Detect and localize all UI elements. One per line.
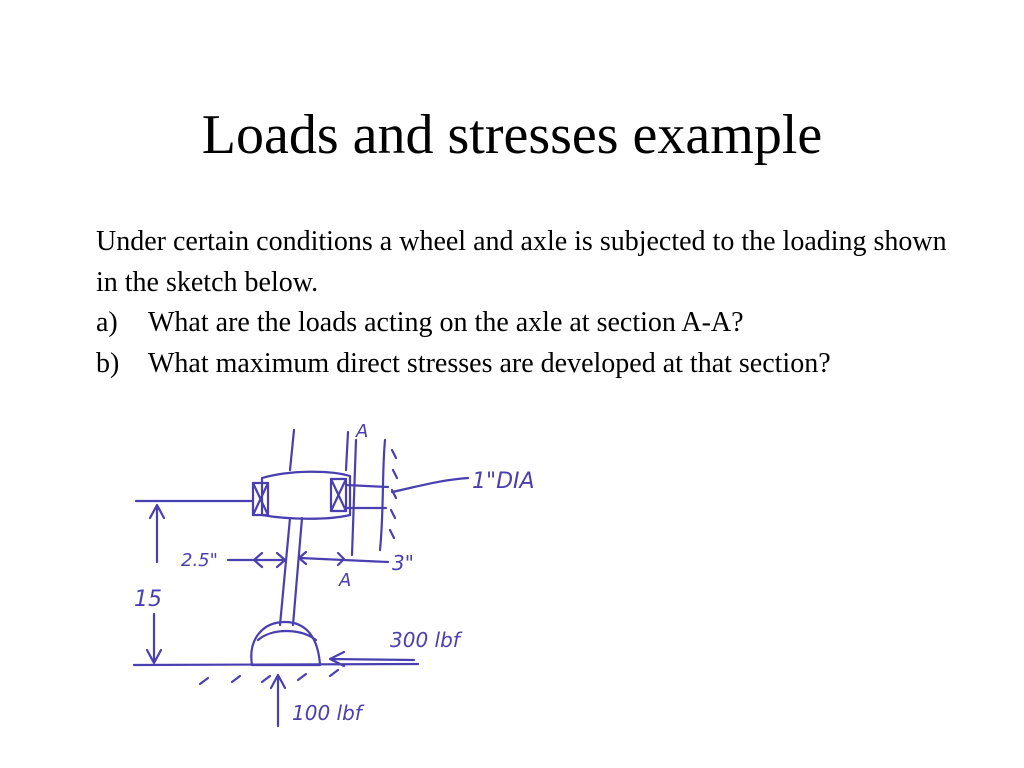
bearing-right-cross [329, 477, 348, 513]
height-label: 15 [134, 587, 162, 612]
horizontal-load-label: 300 lbf [390, 628, 463, 652]
problem-statement: Under certain conditions a wheel and axl… [96, 222, 956, 384]
question-b: b) What maximum direct stresses are deve… [96, 344, 956, 385]
bearing-right [329, 477, 348, 513]
frame-wall [378, 438, 387, 552]
frame-hatch [388, 448, 399, 540]
section-line-a [350, 438, 358, 557]
hub-body [260, 470, 352, 520]
slide-title: Loads and stresses example [201, 104, 823, 166]
support-line-left [288, 428, 296, 472]
wheel-outline [250, 620, 322, 667]
spoke-left [278, 516, 292, 627]
question-a-text: What are the loads acting on the axle at… [148, 307, 744, 338]
intro-paragraph: Under certain conditions a wheel and axl… [96, 226, 947, 298]
ground-line [132, 662, 420, 667]
dim-left-line [226, 551, 287, 569]
wheel-axle-sketch: 1"DIA A 15 2.5" 3" A 300 lbf 100 lbf [132, 421, 535, 728]
diameter-label: 1"DIA [472, 469, 535, 494]
bearing-left-cross [251, 481, 270, 517]
spoke-right [291, 516, 304, 627]
question-a-marker: a) [96, 307, 118, 338]
question-a: a) What are the loads acting on the axle… [96, 303, 956, 344]
axle-line-top [344, 483, 390, 489]
diameter-leader [390, 476, 470, 494]
question-b-marker: b) [96, 347, 120, 379]
height-arrow-lower [145, 612, 163, 665]
horizontal-load-arrow [328, 650, 416, 668]
dim-right-label: 3" [392, 551, 414, 575]
vertical-load-label: 100 lbf [292, 701, 365, 725]
wheel-hub-arc [256, 630, 318, 642]
height-arrow-upper [148, 503, 166, 564]
vertical-load-arrow [269, 673, 287, 728]
bearing-left [251, 481, 270, 517]
dim-right-line [297, 550, 390, 567]
question-b-text: What maximum direct stresses are develop… [148, 347, 831, 379]
ground-hatch [198, 668, 340, 686]
section-label-bottom: A [338, 570, 351, 591]
dim-left-label: 2.5" [181, 550, 218, 571]
section-label-top: A [355, 421, 368, 442]
support-line-right [344, 430, 350, 472]
